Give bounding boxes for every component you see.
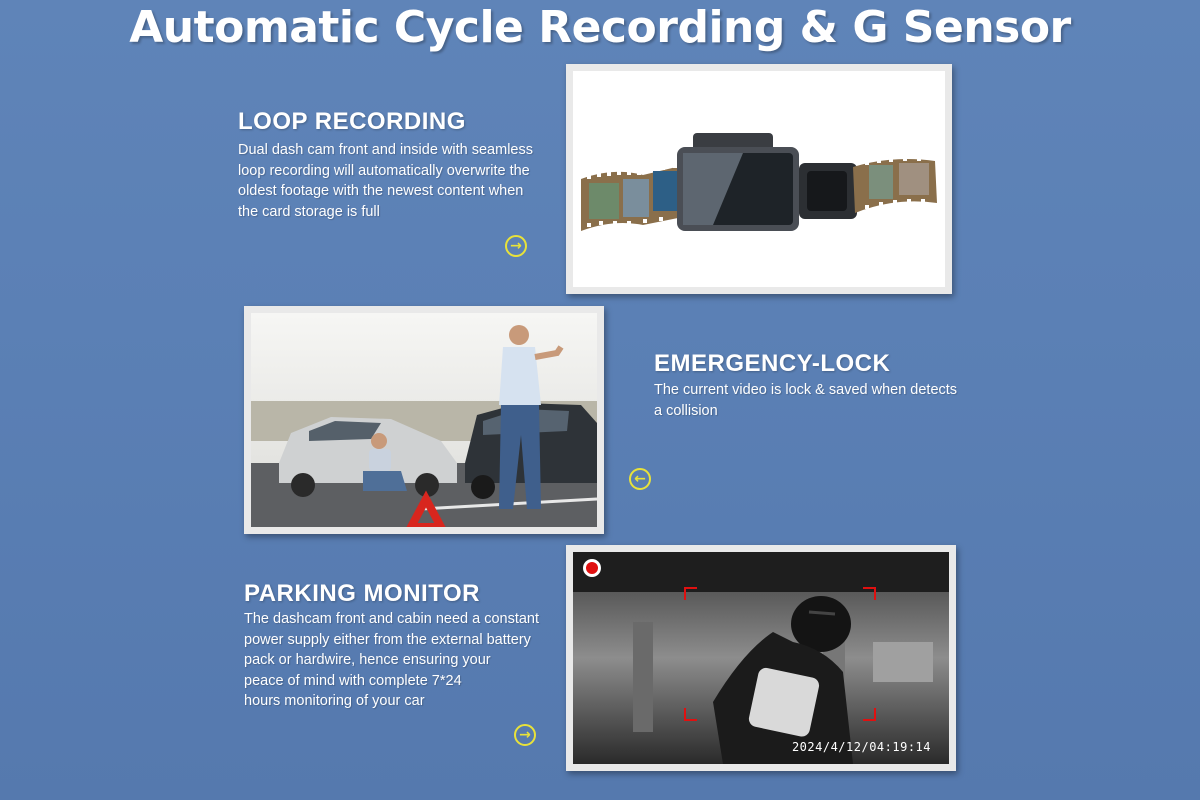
warning-triangle: [406, 490, 446, 527]
dash-cam-film-illustration: [581, 133, 937, 231]
description-line: oldest footage with the newest content w…: [238, 183, 524, 199]
night-vision-thief-illustration: [573, 552, 949, 764]
loop-recording-heading: LOOP RECORDING: [238, 108, 466, 135]
description-line: power supply either from the external ba…: [244, 631, 531, 648]
description-line: The current video is lock & saved when d…: [654, 382, 958, 398]
description-line: Dual dash cam front and inside with seam…: [238, 142, 533, 158]
loop-recording-image: [566, 64, 952, 294]
page-title: Automatic Cycle Recording & G Sensor: [129, 2, 1071, 53]
description-line: pack or hardwire, hence ensuring your: [244, 652, 491, 668]
parking-monitor-heading: PARKING MONITOR: [244, 580, 480, 607]
emergency-lock-description: The current video is lock & saved when d…: [654, 380, 957, 421]
description-line: The dashcam front and cabin need a const…: [244, 611, 540, 627]
parking-monitor-image: 2024/4/12/04:19:14: [566, 545, 956, 771]
description-line: peace of mind with complete 7*24: [244, 672, 462, 689]
arrow-left-icon[interactable]: ←: [629, 468, 651, 490]
description-line: hours monitoring of your car: [244, 693, 425, 709]
loop-recording-description: Dual dash cam front and inside with seam…: [238, 140, 533, 222]
parking-monitor-description: The dashcam front and cabin need a const…: [244, 609, 539, 712]
focus-frame: [684, 587, 876, 721]
description-line: the card storage is full: [238, 203, 380, 220]
car-accident-illustration: [251, 313, 597, 527]
film-strip-right: [853, 157, 937, 213]
emergency-lock-heading: EMERGENCY-LOCK: [654, 350, 891, 377]
emergency-lock-image: [244, 306, 604, 534]
timestamp-overlay: 2024/4/12/04:19:14: [791, 740, 931, 754]
description-line: a collision: [654, 402, 718, 419]
dash-cam-body: [677, 133, 857, 231]
sitting-person: [363, 433, 407, 491]
arrow-right-icon[interactable]: →: [514, 724, 536, 746]
film-strip-left: [581, 163, 693, 231]
standing-man: [499, 325, 564, 509]
silver-car: [279, 417, 457, 497]
arrow-right-icon[interactable]: →: [505, 235, 527, 257]
thief-figure: [713, 596, 853, 764]
description-line: loop recording will automatically overwr…: [238, 162, 530, 179]
